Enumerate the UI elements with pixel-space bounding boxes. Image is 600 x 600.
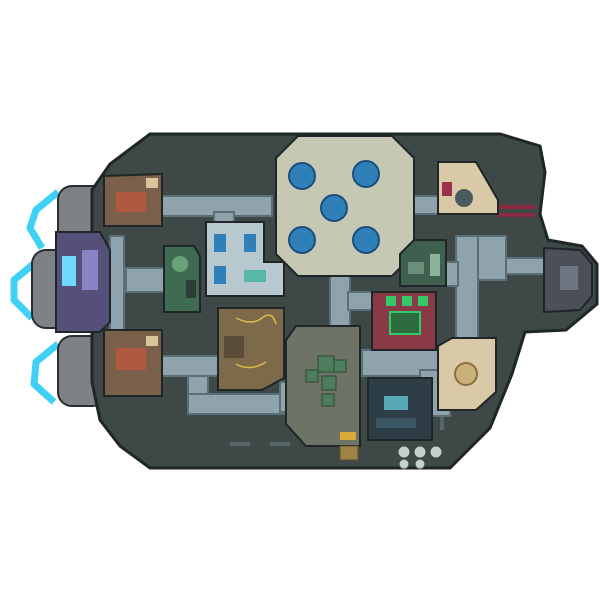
room-security[interactable]: [163, 245, 201, 313]
weapons-seat: [442, 182, 452, 196]
cafeteria-table-1: [288, 162, 316, 190]
cafeteria-table-5: [352, 226, 380, 254]
room-upper-engine[interactable]: [103, 172, 163, 227]
shields-generator: [454, 362, 478, 386]
upper-engine-core: [116, 192, 146, 212]
o2-hallway: [445, 261, 459, 287]
weapon-barrels: [497, 205, 535, 217]
reactor-core: [62, 256, 76, 286]
comms-console: [384, 396, 408, 410]
upper-engine-panel: [146, 178, 158, 188]
weapons-turret: [455, 189, 473, 207]
cafeteria-table-3: [320, 194, 348, 222]
reactor-panel: [82, 250, 98, 290]
room-communications[interactable]: [367, 377, 433, 441]
lower-hallway-left: [161, 355, 223, 377]
medbay-bed-3: [214, 266, 226, 284]
cafeteria-table-2: [352, 160, 380, 188]
room-o2[interactable]: [399, 239, 447, 287]
room-navigation[interactable]: [543, 246, 593, 314]
cafeteria-table-4: [288, 226, 316, 254]
upper-thruster-glow: [26, 189, 61, 250]
admin-console-1: [386, 296, 396, 306]
middle-thruster-glow: [10, 259, 39, 321]
medbay-bed-1: [214, 234, 226, 252]
admin-table: [389, 311, 421, 335]
floor-hatch: [339, 445, 359, 461]
security-monitor: [172, 256, 188, 272]
lower-hallway-bottom: [187, 393, 289, 415]
storage-hazard-stripe: [340, 432, 356, 440]
right-horizontal-hallway: [477, 235, 507, 281]
room-weapons[interactable]: [437, 161, 499, 215]
electrical-wires: [235, 314, 277, 369]
electrical-panel: [224, 336, 244, 358]
lower-engine-panel: [146, 336, 158, 346]
left-cross-hallway: [109, 235, 125, 333]
cafeteria-tables: [288, 160, 380, 254]
room-electrical[interactable]: [217, 307, 285, 391]
room-reactor[interactable]: [55, 231, 111, 333]
security-desk: [186, 280, 196, 298]
o2-tank: [430, 254, 440, 276]
medbay-scanner: [244, 270, 266, 282]
room-medbay[interactable]: [205, 221, 285, 297]
storage-crates: [305, 355, 347, 407]
lower-engine-core: [116, 348, 146, 370]
engine-connector: [125, 267, 167, 293]
medbay-bed-2: [244, 234, 256, 252]
room-cafeteria[interactable]: [275, 135, 415, 277]
o2-filter: [408, 262, 424, 274]
room-admin[interactable]: [371, 291, 437, 351]
lower-thruster-glow: [30, 341, 61, 405]
right-vertical-hallway: [455, 235, 479, 347]
room-shields[interactable]: [437, 337, 497, 411]
navigation-console: [560, 266, 578, 290]
room-lower-engine[interactable]: [103, 329, 163, 397]
room-storage[interactable]: [285, 325, 361, 447]
admin-console-2: [402, 296, 412, 306]
comms-desk: [376, 418, 416, 428]
lower-right-machinery: [397, 445, 443, 470]
admin-console-3: [418, 296, 428, 306]
